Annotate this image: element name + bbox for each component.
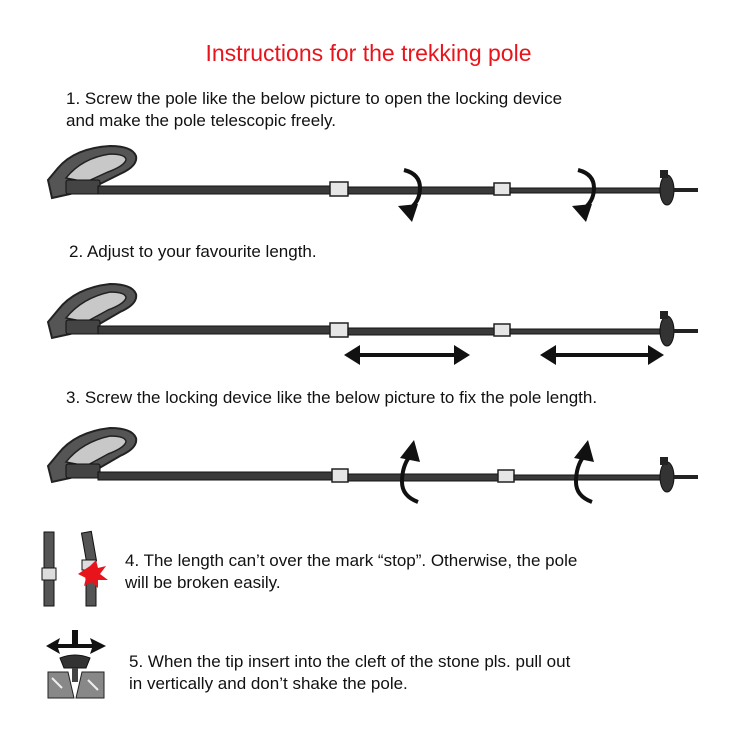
step-4-line-2: will be broken easily. [125,573,281,592]
step-4-text: 4. The length can’t over the mark “stop”… [125,550,577,594]
basket-tip-icon [659,170,698,206]
step-2-line-1: 2. Adjust to your favourite length. [69,242,317,261]
step-1-text: 1. Screw the pole like the below picture… [66,88,562,132]
pole-adjust-illustration [46,282,698,365]
basket-tip-icon [659,457,698,493]
broken-pole-icon [41,530,108,607]
step-2-text: 2. Adjust to your favourite length. [69,241,317,263]
stone-cleft-icon [46,630,106,699]
pole-lock-illustration [46,426,698,504]
lock-ring-1 [329,181,349,197]
pole-handle-icon [46,426,138,484]
step-4-line-1: 4. The length can’t over the mark “stop”… [125,551,578,570]
rotate-up-arrow-icon [399,440,420,504]
basket-tip-icon [659,311,698,347]
rotate-down-arrow-icon [398,168,423,222]
step-1-line-2: and make the pole telescopic freely. [66,111,336,130]
step-1-line-1: 1. Screw the pole like the below picture… [66,89,563,108]
page-title: Instructions for the trekking pole [205,40,532,66]
step-5-text: 5. When the tip insert into the cleft of… [129,651,570,695]
double-arrow-icon [540,345,664,365]
double-arrow-icon [344,345,470,365]
step-3-line-1: 3. Screw the locking device like the bel… [66,388,598,407]
pole-handle-icon [46,144,138,200]
step-5-line-2: in vertically and don’t shake the pole. [129,674,408,693]
step-5-line-1: 5. When the tip insert into the cleft of… [129,652,571,671]
rotate-up-arrow-icon [573,440,594,504]
rotate-down-arrow-icon [572,168,597,222]
lock-ring-2 [493,182,511,196]
pole-unscrew-illustration [46,144,698,222]
step-3-text: 3. Screw the locking device like the bel… [66,387,597,409]
pole-handle-icon [46,282,138,340]
